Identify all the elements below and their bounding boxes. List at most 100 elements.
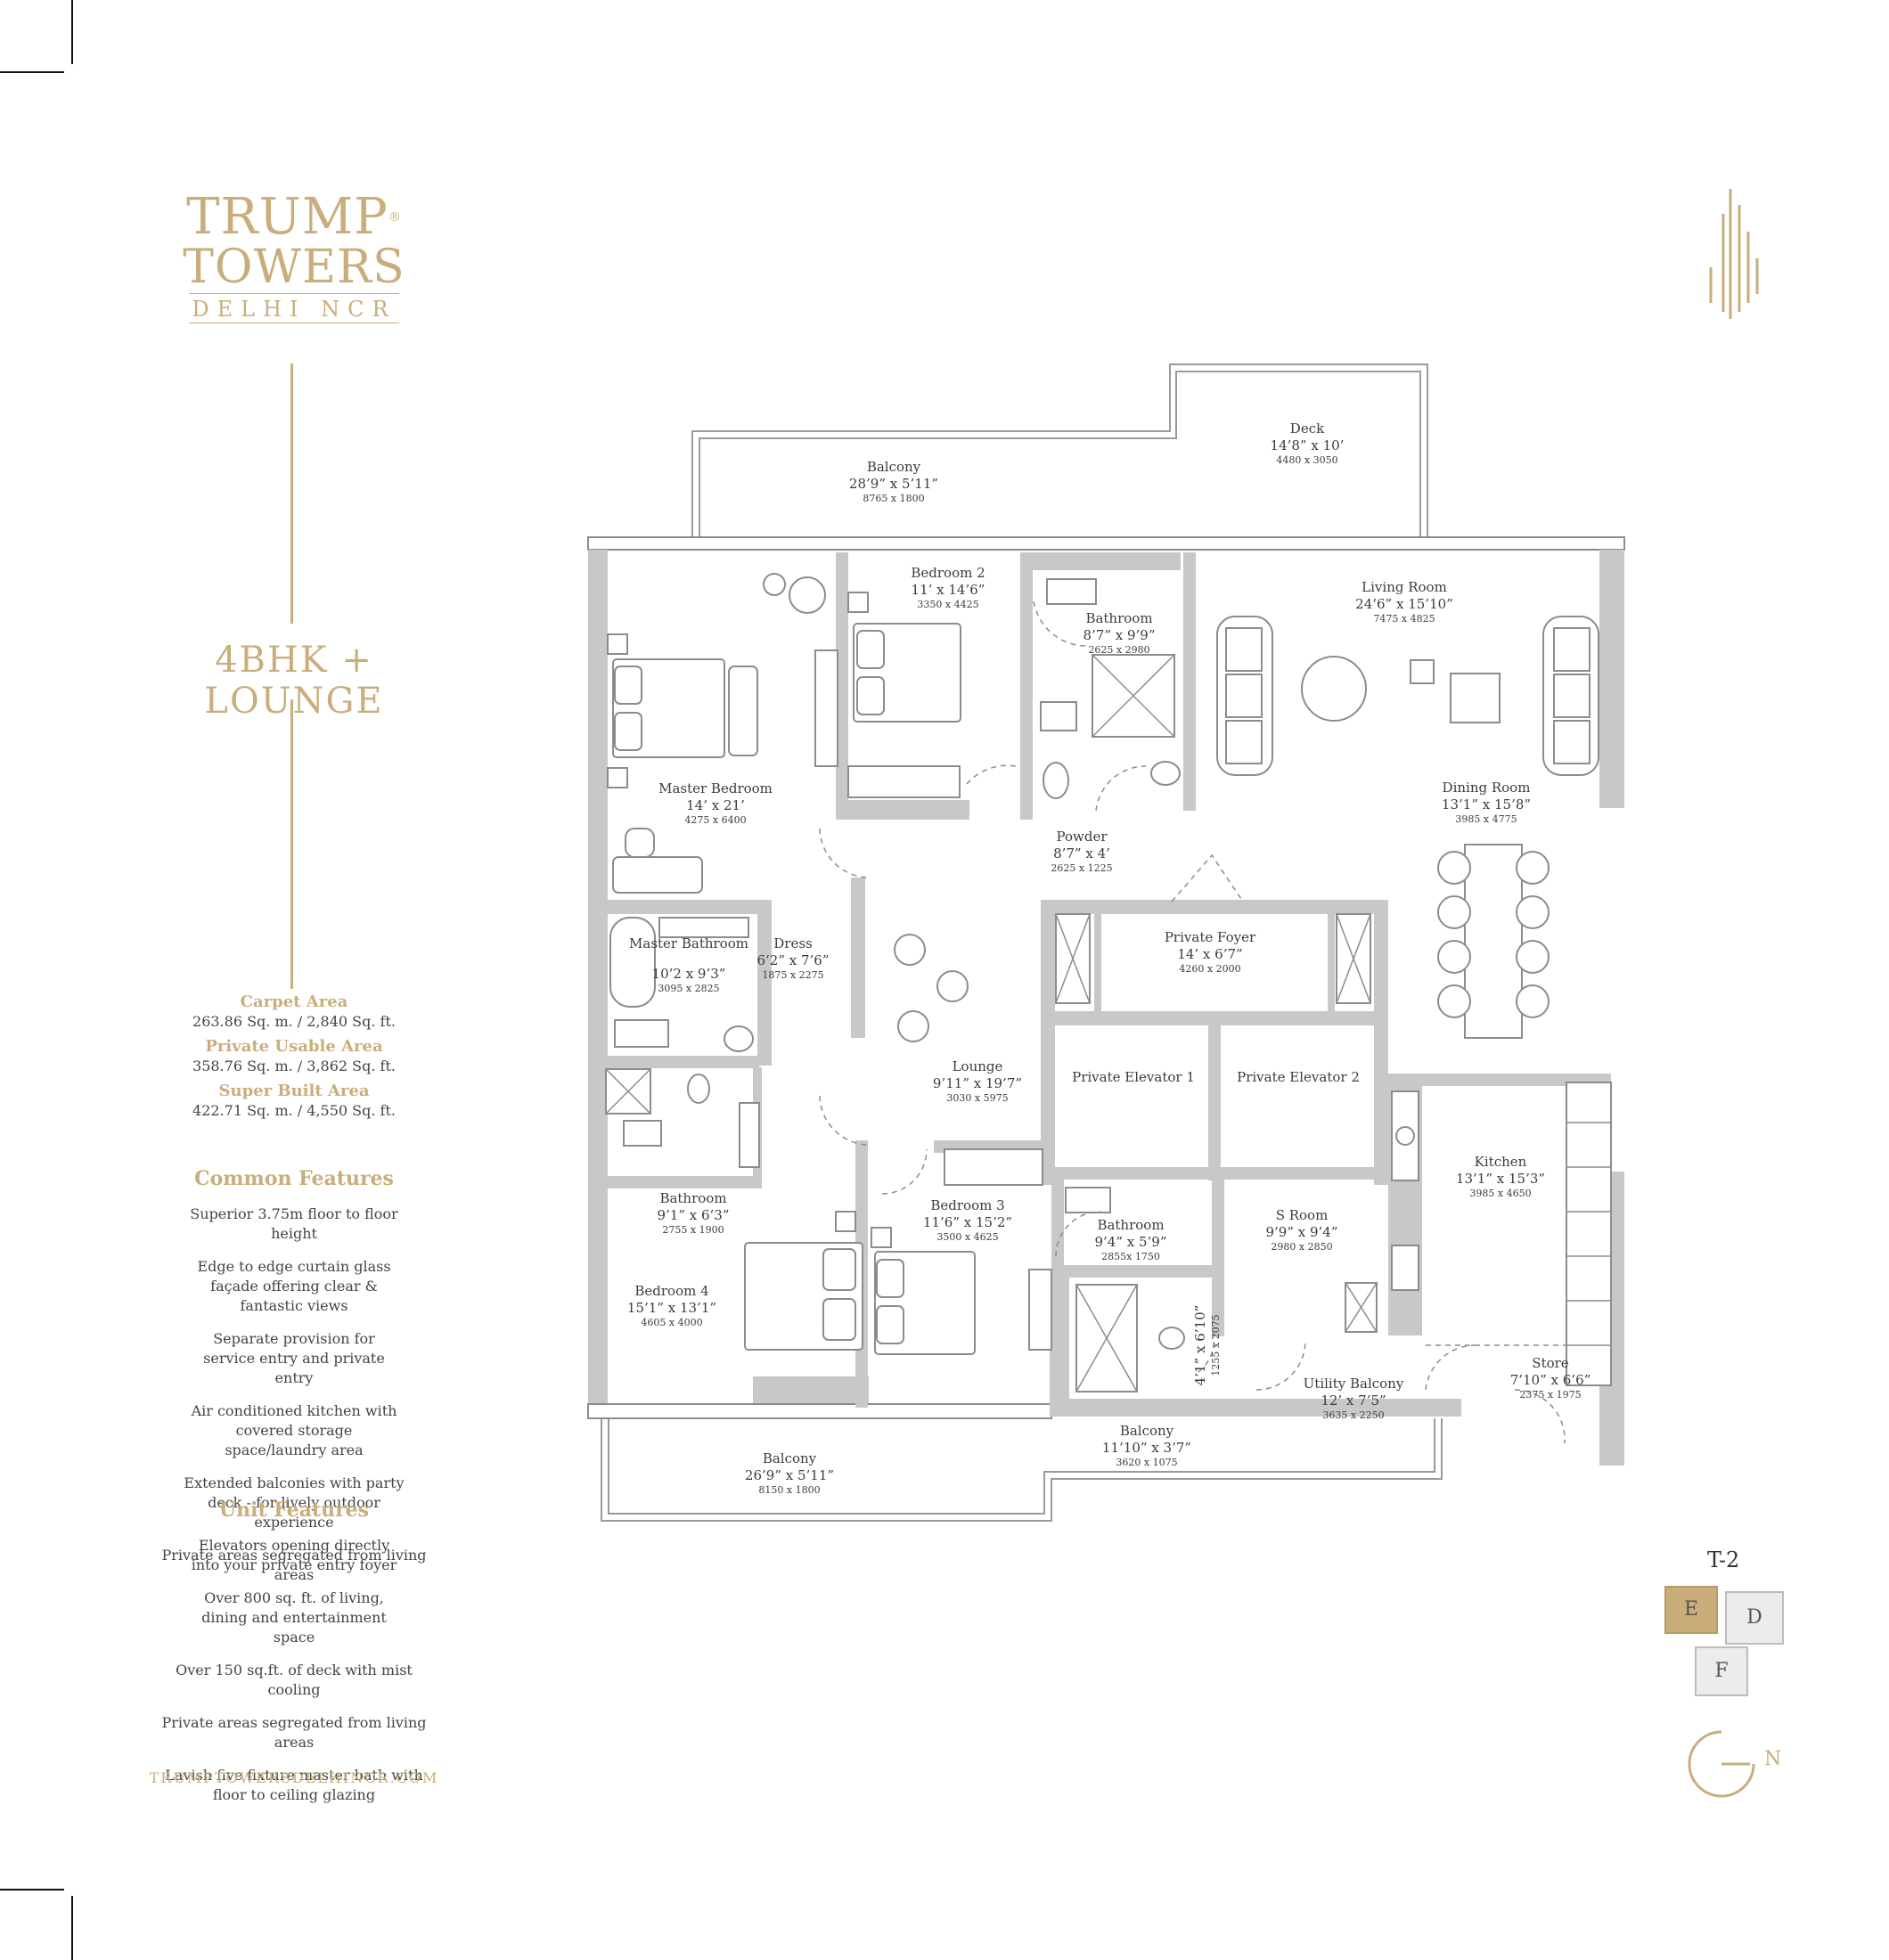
- svg-text:8’7” x 4’: 8’7” x 4’: [1053, 845, 1110, 862]
- svg-text:13’1” x 15’3”: 13’1” x 15’3”: [1456, 1171, 1545, 1187]
- svg-text:Private Elevator 1: Private Elevator 1: [1072, 1069, 1195, 1085]
- room-label-living-room: Living Room 24’6” x 15’10” 7475 x 4825: [1355, 579, 1453, 625]
- svg-text:6’2” x 7’6”: 6’2” x 7’6”: [756, 952, 829, 968]
- svg-text:2855x 1750: 2855x 1750: [1101, 1251, 1160, 1262]
- key-plan-unit-d[interactable]: D: [1725, 1591, 1784, 1645]
- svg-text:4275 x 6400: 4275 x 6400: [684, 814, 746, 826]
- svg-text:2980 x 2850: 2980 x 2850: [1271, 1241, 1332, 1253]
- room-label-store: Store 7’10” x 6’6” 2375 x 1975: [1510, 1355, 1591, 1401]
- room-label-kitchen: Kitchen 13’1” x 15’3” 3985 x 4650: [1456, 1154, 1545, 1199]
- svg-text:3985 x 4650: 3985 x 4650: [1469, 1188, 1531, 1199]
- room-label-deck: Deck 14’8” x 10’ 4480 x 3050: [1271, 421, 1345, 466]
- svg-text:28’9” x 5’11”: 28’9” x 5’11”: [849, 476, 938, 492]
- svg-text:14’ x 21’: 14’ x 21’: [686, 797, 745, 813]
- unit-d-label: D: [1746, 1606, 1762, 1629]
- room-label-lounge: Lounge 9’11” x 19’7” 3030 x 5975: [933, 1058, 1022, 1104]
- svg-text:Bathroom: Bathroom: [1097, 1217, 1164, 1233]
- area-label: Super Built Area: [218, 1082, 370, 1100]
- feature-item: Lavish five fixture master bath with flo…: [165, 1767, 423, 1803]
- svg-text:Master Bathroom: Master Bathroom: [629, 935, 748, 951]
- unit-e-label: E: [1683, 1598, 1699, 1621]
- unit-f-label: F: [1714, 1660, 1729, 1682]
- feature-item: Private areas segregated from living are…: [161, 1547, 427, 1583]
- crop-mark-top-v: [71, 0, 73, 64]
- exterior-walls: [587, 536, 1625, 1466]
- room-label-bedroom-3: Bedroom 3 11’6” x 15’2” 3500 x 4625: [923, 1197, 1012, 1243]
- crop-mark-bottom-h: [0, 1889, 64, 1891]
- svg-text:Living Room: Living Room: [1362, 579, 1447, 595]
- svg-text:3635 x 2250: 3635 x 2250: [1322, 1409, 1384, 1421]
- unit-features-title: Unit Features: [218, 1499, 370, 1522]
- svg-text:S Room: S Room: [1276, 1207, 1329, 1223]
- room-label-balcony-middle: Balcony 11’10” x 3’7” 3620 x 1075: [1102, 1423, 1191, 1468]
- common-features: Common Features Superior 3.75m floor to …: [116, 1160, 472, 1598]
- svg-text:Balcony: Balcony: [867, 459, 921, 475]
- room-label-s-room: S Room 9’9” x 9’4” 2980 x 2850: [1265, 1207, 1337, 1253]
- svg-text:Bedroom 3: Bedroom 3: [930, 1197, 1004, 1213]
- svg-text:7’10” x 6’6”: 7’10” x 6’6”: [1510, 1372, 1591, 1388]
- key-plan-unit-e[interactable]: E: [1664, 1586, 1718, 1634]
- svg-text:2375 x 1975: 2375 x 1975: [1519, 1389, 1581, 1401]
- area-private-usable: Private Usable Area 358.76 Sq. m. / 3,86…: [116, 1037, 472, 1076]
- brand-line2: TOWERS: [183, 241, 405, 294]
- area-label: Carpet Area: [240, 992, 348, 1011]
- furniture: [605, 573, 1612, 1392]
- svg-text:9’9” x 9’4”: 9’9” x 9’4”: [1265, 1224, 1337, 1240]
- area-label: Private Usable Area: [205, 1037, 383, 1056]
- door-swings: [819, 600, 1568, 1444]
- svg-text:2625 x 1225: 2625 x 1225: [1051, 862, 1112, 874]
- svg-text:Private Foyer: Private Foyer: [1165, 929, 1256, 945]
- room-label-dining-room: Dining Room 13’1” x 15’8” 3985 x 4775: [1442, 780, 1531, 825]
- svg-text:8150 x 1800: 8150 x 1800: [758, 1484, 820, 1496]
- svg-text:Dress: Dress: [773, 935, 812, 951]
- room-label-bedroom-2: Bedroom 2 11’ x 14’6” 3350 x 4425: [911, 565, 985, 610]
- unit-features: Unit Features Elevators opening directly…: [116, 1491, 472, 1818]
- area-super-built: Super Built Area 422.71 Sq. m. / 4,550 S…: [116, 1082, 472, 1121]
- room-label-closet: 4’1” x 6’10” 1255 x 2075: [1192, 1305, 1222, 1386]
- svg-text:3985 x 4775: 3985 x 4775: [1455, 813, 1517, 825]
- svg-text:14’8” x 10’: 14’8” x 10’: [1271, 437, 1345, 453]
- svg-text:4’1” x 6’10”: 4’1” x 6’10”: [1192, 1305, 1208, 1386]
- area-carpet: Carpet Area 263.86 Sq. m. / 2,840 Sq. ft…: [116, 992, 472, 1032]
- tower-logo-icon: [1709, 189, 1759, 319]
- area-value: 358.76 Sq. m. / 3,862 Sq. ft.: [192, 1058, 396, 1074]
- svg-text:Lounge: Lounge: [953, 1058, 1003, 1074]
- svg-text:15’1” x 13’1”: 15’1” x 13’1”: [627, 1300, 716, 1316]
- website-link[interactable]: TRUMPTOWERSDELHINCR.COM: [149, 1769, 439, 1786]
- svg-text:Balcony: Balcony: [1120, 1423, 1174, 1439]
- svg-text:3030 x 5975: 3030 x 5975: [946, 1092, 1008, 1104]
- brand-line1: TRUMP: [186, 188, 388, 246]
- key-plan-tower: T-2: [1707, 1548, 1740, 1572]
- svg-text:4260 x 2000: 4260 x 2000: [1179, 963, 1240, 975]
- svg-text:11’ x 14’6”: 11’ x 14’6”: [912, 582, 985, 598]
- area-value: 422.71 Sq. m. / 4,550 Sq. ft.: [192, 1102, 396, 1119]
- brand-line3: DELHI NCR: [189, 293, 399, 323]
- room-label-bathroom-4: Bathroom 9’4” x 5’9” 2855x 1750: [1094, 1217, 1166, 1262]
- svg-text:24’6” x 15’10”: 24’6” x 15’10”: [1355, 596, 1453, 612]
- svg-text:10’2 x 9’3”: 10’2 x 9’3”: [652, 966, 726, 982]
- svg-text:Utility Balcony: Utility Balcony: [1304, 1376, 1404, 1392]
- room-label-private-foyer: Private Foyer 14’ x 6’7” 4260 x 2000: [1165, 929, 1256, 975]
- svg-text:3350 x 4425: 3350 x 4425: [917, 599, 978, 610]
- svg-text:9’11” x 19’7”: 9’11” x 19’7”: [933, 1075, 1022, 1091]
- key-plan-unit-f[interactable]: F: [1695, 1646, 1748, 1696]
- feature-item: Private areas segregated from living are…: [161, 1714, 427, 1751]
- svg-text:3500 x 4625: 3500 x 4625: [936, 1231, 998, 1243]
- brand-logo: TRUMP® TOWERS DELHI NCR: [178, 192, 410, 323]
- room-label-utility-balcony: Utility Balcony 12’ x 7’5” 3635 x 2250: [1304, 1376, 1404, 1421]
- feature-item: Over 800 sq. ft. of living, dining and e…: [201, 1589, 387, 1646]
- area-list: Carpet Area 263.86 Sq. m. / 2,840 Sq. ft…: [116, 992, 472, 1121]
- svg-text:8’7” x 9’9”: 8’7” x 9’9”: [1083, 627, 1155, 643]
- brand-registered-mark: ®: [388, 210, 402, 225]
- svg-text:Balcony: Balcony: [763, 1450, 817, 1466]
- room-label-powder: Powder 8’7” x 4’ 2625 x 1225: [1051, 829, 1112, 874]
- room-label-balcony-bottom: Balcony 26’9” x 5’11” 8150 x 1800: [745, 1450, 834, 1496]
- svg-text:1255 x 2075: 1255 x 2075: [1210, 1314, 1222, 1376]
- svg-text:Bedroom 4: Bedroom 4: [634, 1283, 708, 1299]
- svg-text:Bathroom: Bathroom: [659, 1190, 726, 1206]
- room-label-bathroom-3: Bathroom 9’1” x 6’3” 2755 x 1900: [657, 1190, 729, 1236]
- svg-text:2755 x 1900: 2755 x 1900: [662, 1224, 724, 1236]
- feature-item: Elevators opening directly into your pri…: [191, 1537, 397, 1573]
- svg-text:14’ x 6’7”: 14’ x 6’7”: [1177, 946, 1242, 962]
